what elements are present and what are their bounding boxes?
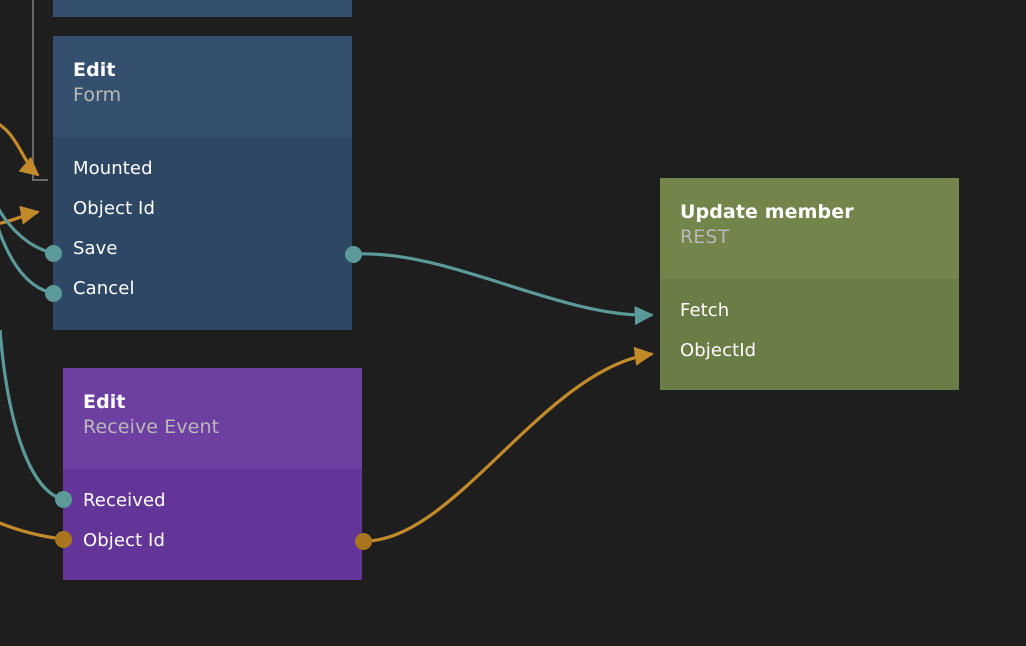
- port-dot-edit-receive-output[interactable]: [355, 533, 372, 550]
- port-dot-edit-form-output[interactable]: [345, 246, 362, 263]
- port-label: Received: [83, 490, 166, 511]
- port-dot-receive-object-id[interactable]: [55, 531, 72, 548]
- port-row-objectid[interactable]: ObjectId: [660, 331, 959, 371]
- node-header: [53, 0, 352, 17]
- wire-left-into-objectid: [0, 205, 40, 225]
- port-row-object-id[interactable]: Object Id: [53, 189, 352, 229]
- wire-receive-objectid-out-left: [0, 521, 64, 541]
- node-subtitle: REST: [680, 226, 730, 248]
- node-update-member[interactable]: Update member REST Fetch ObjectId: [660, 178, 959, 390]
- port-label: Object Id: [73, 198, 155, 219]
- group-outline-bracket: [32, 0, 48, 181]
- wire-save-to-fetch: [355, 252, 654, 326]
- port-row-mounted[interactable]: Mounted: [53, 149, 352, 189]
- port-dot-cancel[interactable]: [45, 285, 62, 302]
- wire-objectid-to-objectid: [364, 346, 654, 543]
- port-label: ObjectId: [680, 340, 757, 361]
- port-row-fetch[interactable]: Fetch: [660, 291, 959, 331]
- port-row-save[interactable]: Save: [53, 229, 352, 269]
- wire-cancel-out-left: [0, 228, 54, 295]
- node-header: Update member REST: [660, 178, 959, 279]
- wire-received-out-left: [0, 329, 64, 501]
- node-body: Received Object Id: [63, 469, 362, 580]
- port-label: Save: [73, 238, 118, 259]
- port-dot-received[interactable]: [55, 491, 72, 508]
- node-body: Mounted Object Id Save Cancel: [53, 137, 352, 330]
- port-label: Mounted: [73, 158, 153, 179]
- node-title: Edit: [73, 59, 116, 81]
- node-edit-form[interactable]: Edit Form Mounted Object Id Save Cancel: [53, 36, 352, 330]
- node-subtitle: Receive Event: [83, 416, 220, 438]
- port-row-received[interactable]: Received: [63, 481, 362, 521]
- port-row-object-id[interactable]: Object Id: [63, 521, 362, 561]
- node-title: Edit: [83, 391, 126, 413]
- node-top-partial[interactable]: [53, 0, 352, 17]
- port-label: Fetch: [680, 300, 730, 321]
- node-header: Edit Receive Event: [63, 368, 362, 469]
- node-body: Fetch ObjectId: [660, 279, 959, 390]
- node-edit-receive-event[interactable]: Edit Receive Event Received Object Id: [63, 368, 362, 580]
- node-header: Edit Form: [53, 36, 352, 137]
- port-label: Object Id: [83, 530, 165, 551]
- node-title: Update member: [680, 201, 854, 223]
- port-dot-save[interactable]: [45, 245, 62, 262]
- port-row-cancel[interactable]: Cancel: [53, 269, 352, 309]
- node-subtitle: Form: [73, 84, 122, 106]
- wire-save-out-left: [0, 208, 54, 255]
- port-label: Cancel: [73, 278, 135, 299]
- wire-left-into-mounted: [0, 123, 40, 177]
